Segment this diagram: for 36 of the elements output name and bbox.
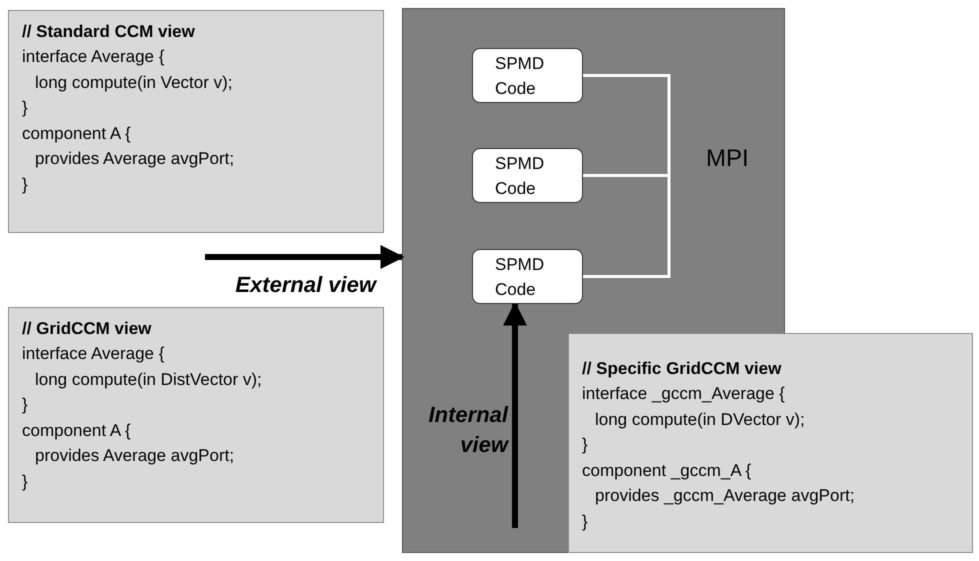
bus-label: MPI [706,145,749,173]
code-box [8,307,384,523]
comment-heading: // Specific GridCCM view [582,358,782,380]
arrow [503,302,527,528]
code-line: component _gccm_A { [582,460,752,482]
code-line: long compute(in DistVector v); [34,368,263,390]
edge-label: External view [234,271,376,299]
comment-heading: // GridCCM view [22,318,152,340]
code-line: } [22,174,29,196]
code-line: provides _gccm_Average avgPort; [594,485,856,507]
process-label: SPMD Code [495,254,545,300]
comment-heading: // Standard CCM view [22,21,196,43]
code-line: provides Average avgPort; [34,148,236,170]
code-line: interface Average { [22,46,166,68]
code-line: interface _gccm_Average { [582,383,786,405]
code-line: interface Average { [22,343,166,365]
code-line: } [582,434,589,456]
code-line: long compute(in DVector v); [594,408,806,430]
code-line: component A { [22,420,132,442]
edge-label: Internal view [428,401,508,459]
code-box [568,333,973,553]
code-line: } [582,510,589,532]
process-box [472,148,583,203]
process-box [472,249,583,304]
code-line: long compute(in Vector v); [34,72,234,94]
arrow [205,245,404,269]
code-line: } [22,470,29,492]
code-line: provides Average avgPort; [34,445,236,467]
bus-line [583,74,670,278]
code-line: } [22,97,29,119]
code-line: component A { [22,122,132,144]
code-box [8,10,384,233]
process-box [472,48,583,103]
process-label: SPMD Code [495,152,545,200]
code-line: } [22,394,29,416]
process-label: SPMD Code [495,52,545,100]
